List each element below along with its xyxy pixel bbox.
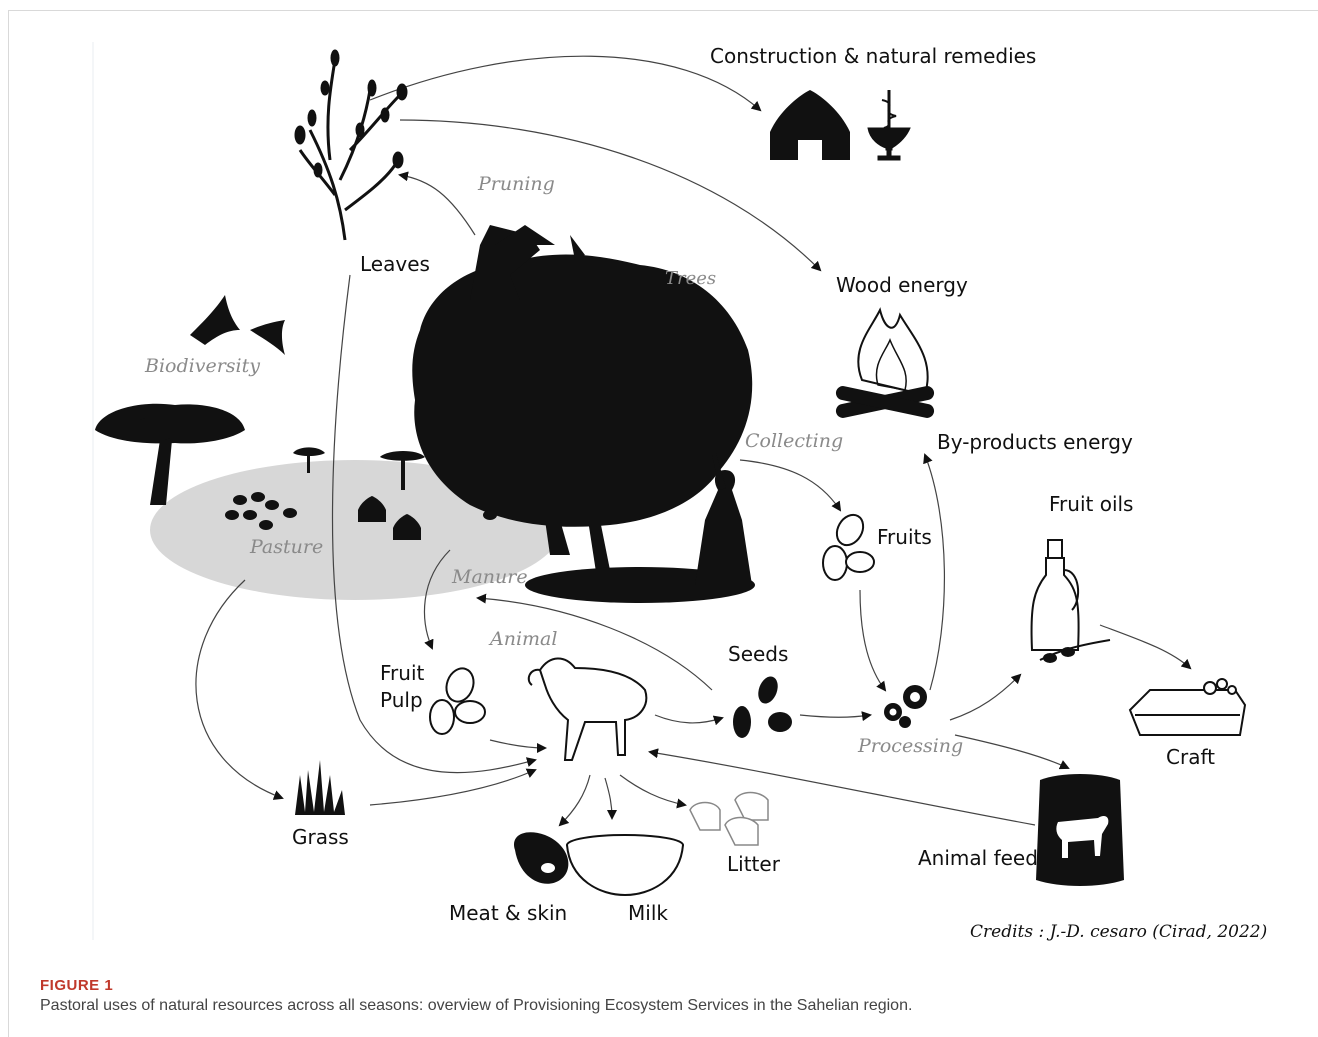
arrow-processing-to-feed xyxy=(954,734,1070,770)
arrow-to-meat xyxy=(558,774,591,827)
sheep-icon xyxy=(225,492,497,530)
arrow-leaves-to-construction xyxy=(369,55,762,112)
arrow-to-fruit-pulp xyxy=(423,549,451,650)
label-grass: Grass xyxy=(292,825,349,849)
arrow-seeds-to-processing xyxy=(799,711,872,722)
arrow-leaves-to-wood xyxy=(399,119,822,272)
figure-caption-label: FIGURE 1 xyxy=(40,977,114,994)
label-fruit-pulp-1: Fruit xyxy=(380,661,425,685)
label-craft: Craft xyxy=(1166,745,1215,769)
label-construction: Construction & natural remedies xyxy=(710,44,1037,68)
label-fruits: Fruits xyxy=(877,525,932,549)
arrow-grass-to-animal xyxy=(369,768,537,806)
label-fruit-pulp-2: Pulp xyxy=(380,688,423,712)
herder-icon xyxy=(495,225,585,260)
milk-bowl-icon xyxy=(566,834,684,897)
label-fruit-oils: Fruit oils xyxy=(1049,492,1134,516)
arrow-pasture-to-grass xyxy=(195,579,284,800)
arrow-manure xyxy=(476,593,713,691)
figure-border xyxy=(8,10,1318,11)
branch-icon xyxy=(294,49,408,241)
label-leaves: Leaves xyxy=(360,252,430,276)
gears-icon xyxy=(884,685,927,728)
arrow-feed-to-animal xyxy=(648,748,1036,826)
arrow-collecting xyxy=(739,459,842,512)
acacia-tree-icon xyxy=(95,403,245,505)
credits-text: Credits : J.-D. cesaro (Cirad, 2022) xyxy=(970,922,1268,942)
lambs-icon xyxy=(689,791,769,846)
medicine-caduceus-icon xyxy=(867,90,911,161)
hut-icon xyxy=(770,90,850,160)
label-pruning: Pruning xyxy=(478,173,555,195)
fruit-icon xyxy=(822,513,875,581)
label-meat-skin: Meat & skin xyxy=(449,901,568,925)
hut-icon xyxy=(358,496,421,540)
arrow-to-litter xyxy=(619,774,687,809)
figure-caption-text: Pastoral uses of natural resources acros… xyxy=(40,997,913,1014)
grass-icon xyxy=(295,760,345,815)
arrow-fruits-to-processing xyxy=(859,589,887,692)
label-collecting: Collecting xyxy=(745,430,844,452)
sheep-icon xyxy=(527,657,648,761)
cow-icon xyxy=(1056,816,1109,858)
label-manure: Manure xyxy=(452,566,528,588)
soap-icon xyxy=(1128,678,1247,736)
oil-bottle-icon xyxy=(1030,539,1111,663)
figure-border xyxy=(8,10,9,1037)
label-seeds: Seeds xyxy=(728,642,789,666)
arrow-leaves-to-animal xyxy=(331,274,537,774)
label-litter: Litter xyxy=(727,852,780,876)
woman-icon xyxy=(695,453,752,585)
label-trees: Trees xyxy=(665,268,717,289)
label-animal: Animal xyxy=(490,628,558,650)
arrow-to-milk xyxy=(604,777,617,820)
label-animal-feed: Animal feed xyxy=(918,846,1038,870)
label-processing: Processing xyxy=(858,735,964,757)
arrow-animal-to-seeds xyxy=(654,714,724,726)
label-pasture: Pasture xyxy=(250,536,324,558)
arrow-oils-to-craft xyxy=(1099,624,1192,670)
acacia-tree-icon xyxy=(293,447,425,490)
birds-icon xyxy=(190,295,285,355)
arrow-processing-to-oils xyxy=(949,673,1022,721)
label-milk: Milk xyxy=(628,901,668,925)
label-byproducts-energy: By-products energy xyxy=(937,430,1133,454)
seeds-icon xyxy=(733,676,792,738)
arrow-pulp-to-animal xyxy=(489,739,547,753)
arrow-pruning xyxy=(398,171,476,236)
meat-icon xyxy=(514,832,569,884)
label-biodiversity: Biodiversity xyxy=(145,355,260,377)
arrow-processing-to-byproducts xyxy=(923,453,945,691)
label-wood-energy: Wood energy xyxy=(836,273,968,297)
campfire-icon xyxy=(835,307,935,418)
ecosystem-services-diagram xyxy=(92,42,1247,940)
fruit-icon xyxy=(429,667,486,735)
